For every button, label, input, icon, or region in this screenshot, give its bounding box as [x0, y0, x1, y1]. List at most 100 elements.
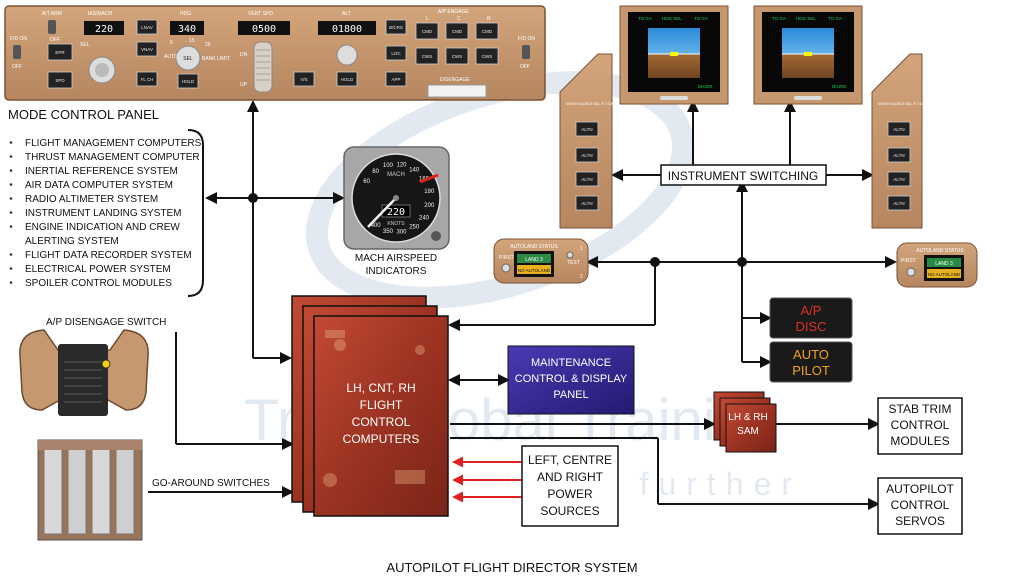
mach-airspeed-label-2: INDICATORS: [366, 266, 427, 277]
altn-button[interactable]: [887, 195, 911, 211]
mcp-header-r: R: [487, 16, 491, 22]
vs-wheel[interactable]: [253, 41, 273, 93]
asi-knob[interactable]: [431, 231, 441, 241]
ap-disengage-button[interactable]: [101, 359, 111, 369]
systems-list-bullet: [9, 267, 13, 270]
loc-button[interactable]: [385, 45, 407, 61]
altn-button[interactable]: [887, 171, 911, 187]
adi-left-dh: DH200: [698, 84, 713, 89]
vs-label: V/S: [300, 77, 307, 82]
adi-display-right: TO GA HDG SEL TO GA DH200: [753, 5, 863, 105]
auto-pilot-annunciator: AUTO PILOT: [769, 341, 853, 383]
systems-list-item: ENGINE INDICATION AND CREW: [25, 222, 180, 233]
maintenance-line-2: CONTROL & DISPLAY: [515, 373, 628, 385]
lnav-label: LNAV: [141, 25, 152, 30]
cws-l-label: CWS: [422, 54, 433, 59]
cmd-r-label: CMD: [482, 29, 493, 34]
vs-window: [238, 21, 290, 35]
systems-list-item: FLIGHT MANAGEMENT COMPUTERS: [25, 138, 202, 149]
hdg-knob[interactable]: [175, 45, 201, 71]
altn-button[interactable]: [575, 147, 599, 163]
ap-disengage-switch-label: A/P DISENGAGE SWITCH: [46, 317, 166, 328]
systems-list-item: ALERTING SYSTEM: [25, 236, 119, 247]
servos-line-3: SERVOS: [895, 514, 945, 528]
asi-tick-label: 400: [371, 223, 382, 229]
mcp-label: MODE CONTROL PANEL: [8, 107, 159, 122]
systems-list-bullet: [9, 197, 13, 200]
spd-button[interactable]: [47, 71, 73, 89]
source-select-title-left: SHOW SOURCE SEL FLT DIR: [566, 102, 615, 106]
altn-label: ALTN: [893, 153, 904, 158]
hdg-n5: 5: [170, 40, 173, 46]
hdg-hold-button[interactable]: [177, 73, 199, 89]
mcp-header-c: C: [457, 16, 461, 22]
altn-button[interactable]: [575, 195, 599, 211]
cws-c-button[interactable]: [445, 47, 469, 65]
adi-left-mode-1: TO GA: [638, 16, 652, 21]
autoland-left-n1: 1: [580, 246, 583, 252]
sam-module: [713, 391, 777, 453]
alt-readout: 01800: [332, 24, 362, 35]
fd-switch-left[interactable]: [13, 45, 21, 59]
systems-list-item: SPOILER CONTROL MODULES: [25, 278, 172, 289]
autoland-left-land: LAND 3: [525, 257, 543, 263]
mcp-disengage-label: DISENGAGE: [440, 77, 470, 83]
autoland-right-title: AUTOLAND STATUS: [916, 248, 964, 254]
fcc-line-4: COMPUTERS: [343, 432, 420, 446]
at-arm-switch[interactable]: [48, 20, 56, 34]
altn-button[interactable]: [887, 121, 911, 137]
cws-r-label: CWS: [482, 54, 493, 59]
flch-button[interactable]: [136, 71, 158, 87]
autoland-left-reset-button[interactable]: [501, 263, 511, 273]
mcp-header-ias: IAS/MACH: [88, 11, 113, 17]
cmd-c-button[interactable]: [445, 22, 469, 40]
altn-button[interactable]: [575, 171, 599, 187]
hdg-readout: 340: [178, 24, 196, 35]
fcc-line-2: FLIGHT: [360, 398, 403, 412]
autoland-status-left: AUTOLAND STATUS P/RST TEST 1 2 LAND 3 NO…: [493, 238, 589, 284]
vs-dn: DN: [240, 52, 248, 58]
asi-tick-label: 100: [383, 163, 394, 169]
cws-r-button[interactable]: [475, 47, 499, 65]
adi-right-mode-1: TO GA: [772, 16, 786, 21]
sam-line-1: LH & RH: [728, 412, 767, 423]
fd-switch-right[interactable]: [522, 45, 530, 59]
cmd-l-button[interactable]: [415, 22, 439, 40]
alt-knob[interactable]: [336, 44, 358, 66]
systems-list-bullet: [9, 183, 13, 186]
autoland-left-n2: 2: [580, 274, 583, 280]
mcp-header-hdg: HDG: [180, 11, 191, 17]
connectors: [148, 100, 897, 510]
autoland-left-no-autoland: NO AUTOLAND: [518, 268, 551, 273]
alt-hold-button[interactable]: [336, 71, 358, 87]
cws-l-button[interactable]: [415, 47, 439, 65]
lnav-button[interactable]: [136, 19, 158, 35]
source-select-title-right: SHOW SOURCE SEL FLT DIR: [878, 102, 927, 106]
vnav-button[interactable]: [136, 41, 158, 57]
autoland-right-reset-button[interactable]: [906, 267, 916, 277]
epr-button[interactable]: [47, 43, 73, 61]
vs-button[interactable]: [293, 71, 315, 87]
disengage-bar[interactable]: [427, 84, 487, 98]
instrument-switching-label: INSTRUMENT SWITCHING: [668, 169, 818, 183]
altn-button[interactable]: [575, 121, 599, 137]
epr-label: EPR: [55, 50, 65, 55]
adi-left-mode-3: TO GA: [694, 16, 708, 21]
mcp-header-l: L: [426, 16, 429, 22]
autoland-left-test-button[interactable]: [566, 251, 574, 259]
ias-window: [84, 21, 124, 35]
autoland-left-test: TEST: [567, 260, 580, 266]
bcrs-button[interactable]: [385, 19, 407, 35]
mcp-fd-off-right: OFF: [520, 64, 530, 70]
mach-airspeed-indicator: 6080100120140160180200240250300350400 MA…: [343, 146, 450, 250]
mach-airspeed-label-1: MACH AIRSPEED: [355, 253, 437, 264]
vnav-label: VNAV: [141, 47, 153, 52]
cmd-r-button[interactable]: [475, 22, 499, 40]
stab-trim-line-3: MODULES: [890, 434, 949, 448]
altn-button[interactable]: [887, 147, 911, 163]
mcp-header-vert-spd: VERT SPD: [248, 11, 273, 17]
app-button[interactable]: [385, 71, 407, 87]
systems-list-bullet: [9, 281, 13, 284]
